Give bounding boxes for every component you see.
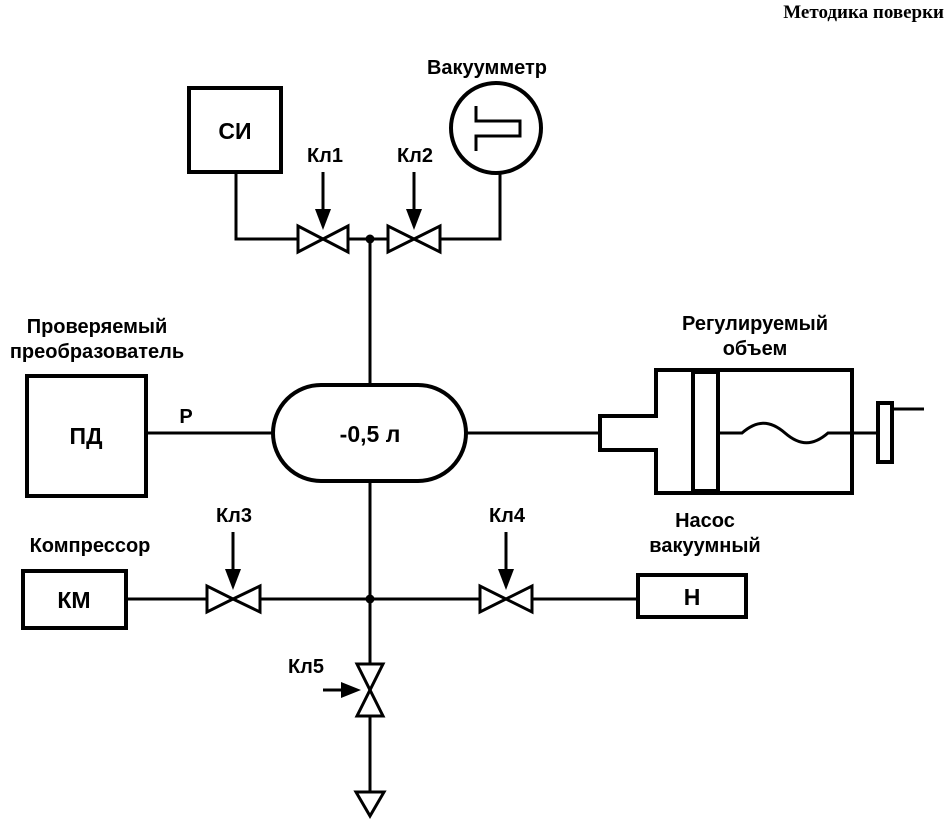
vacuummeter-gauge: [449, 81, 543, 175]
top-junction-dot: [365, 234, 375, 244]
kl1-label: Кл1: [307, 145, 343, 167]
vacuummeter-coil: [474, 106, 522, 151]
kl3-label: Кл3: [216, 505, 252, 527]
kl5-label: Кл5: [288, 656, 324, 678]
kl2-label: Кл2: [397, 145, 433, 167]
vacuummeter-label: Вакуумметр: [427, 57, 547, 79]
compressor-label: Компрессор: [30, 535, 151, 557]
valve-kl3[interactable]: [205, 532, 262, 615]
pump-box: [636, 573, 748, 619]
km-box: [21, 569, 128, 630]
bottom-junction-dot: [365, 594, 375, 604]
kl4-label: Кл4: [489, 505, 526, 527]
pressure-label: Р: [179, 406, 192, 428]
checked-transducer-label-1: Проверяемый: [27, 316, 168, 338]
volume-label: -0,5 л: [340, 421, 401, 447]
si-box: [187, 86, 283, 174]
km-label: КМ: [57, 587, 90, 613]
page-header: Методика поверки: [783, 2, 944, 23]
valve-kl5[interactable]: [323, 662, 386, 718]
piston-rod-spring: [718, 421, 878, 445]
pump-h-label: Н: [684, 584, 701, 610]
exhaust-arrow: [353, 790, 387, 819]
vacuummeter-pipe: [440, 172, 502, 241]
rod-handle[interactable]: [876, 401, 894, 464]
regulated-volume-label-2: объем: [723, 338, 788, 360]
valve-kl1[interactable]: [296, 172, 350, 255]
valve-kl4[interactable]: [478, 532, 534, 615]
si-label: СИ: [218, 118, 251, 144]
pd-box: [25, 374, 148, 498]
checked-transducer-label-2: преобразователь: [10, 341, 184, 363]
regulated-volume-label-1: Регулируемый: [682, 313, 828, 335]
pump-label-1: Насос: [675, 510, 735, 532]
si-pipe: [234, 172, 298, 241]
pump-label-2: вакуумный: [649, 535, 760, 557]
piston: [691, 370, 720, 493]
valve-kl2[interactable]: [386, 172, 442, 255]
pd-label: ПД: [70, 423, 103, 449]
